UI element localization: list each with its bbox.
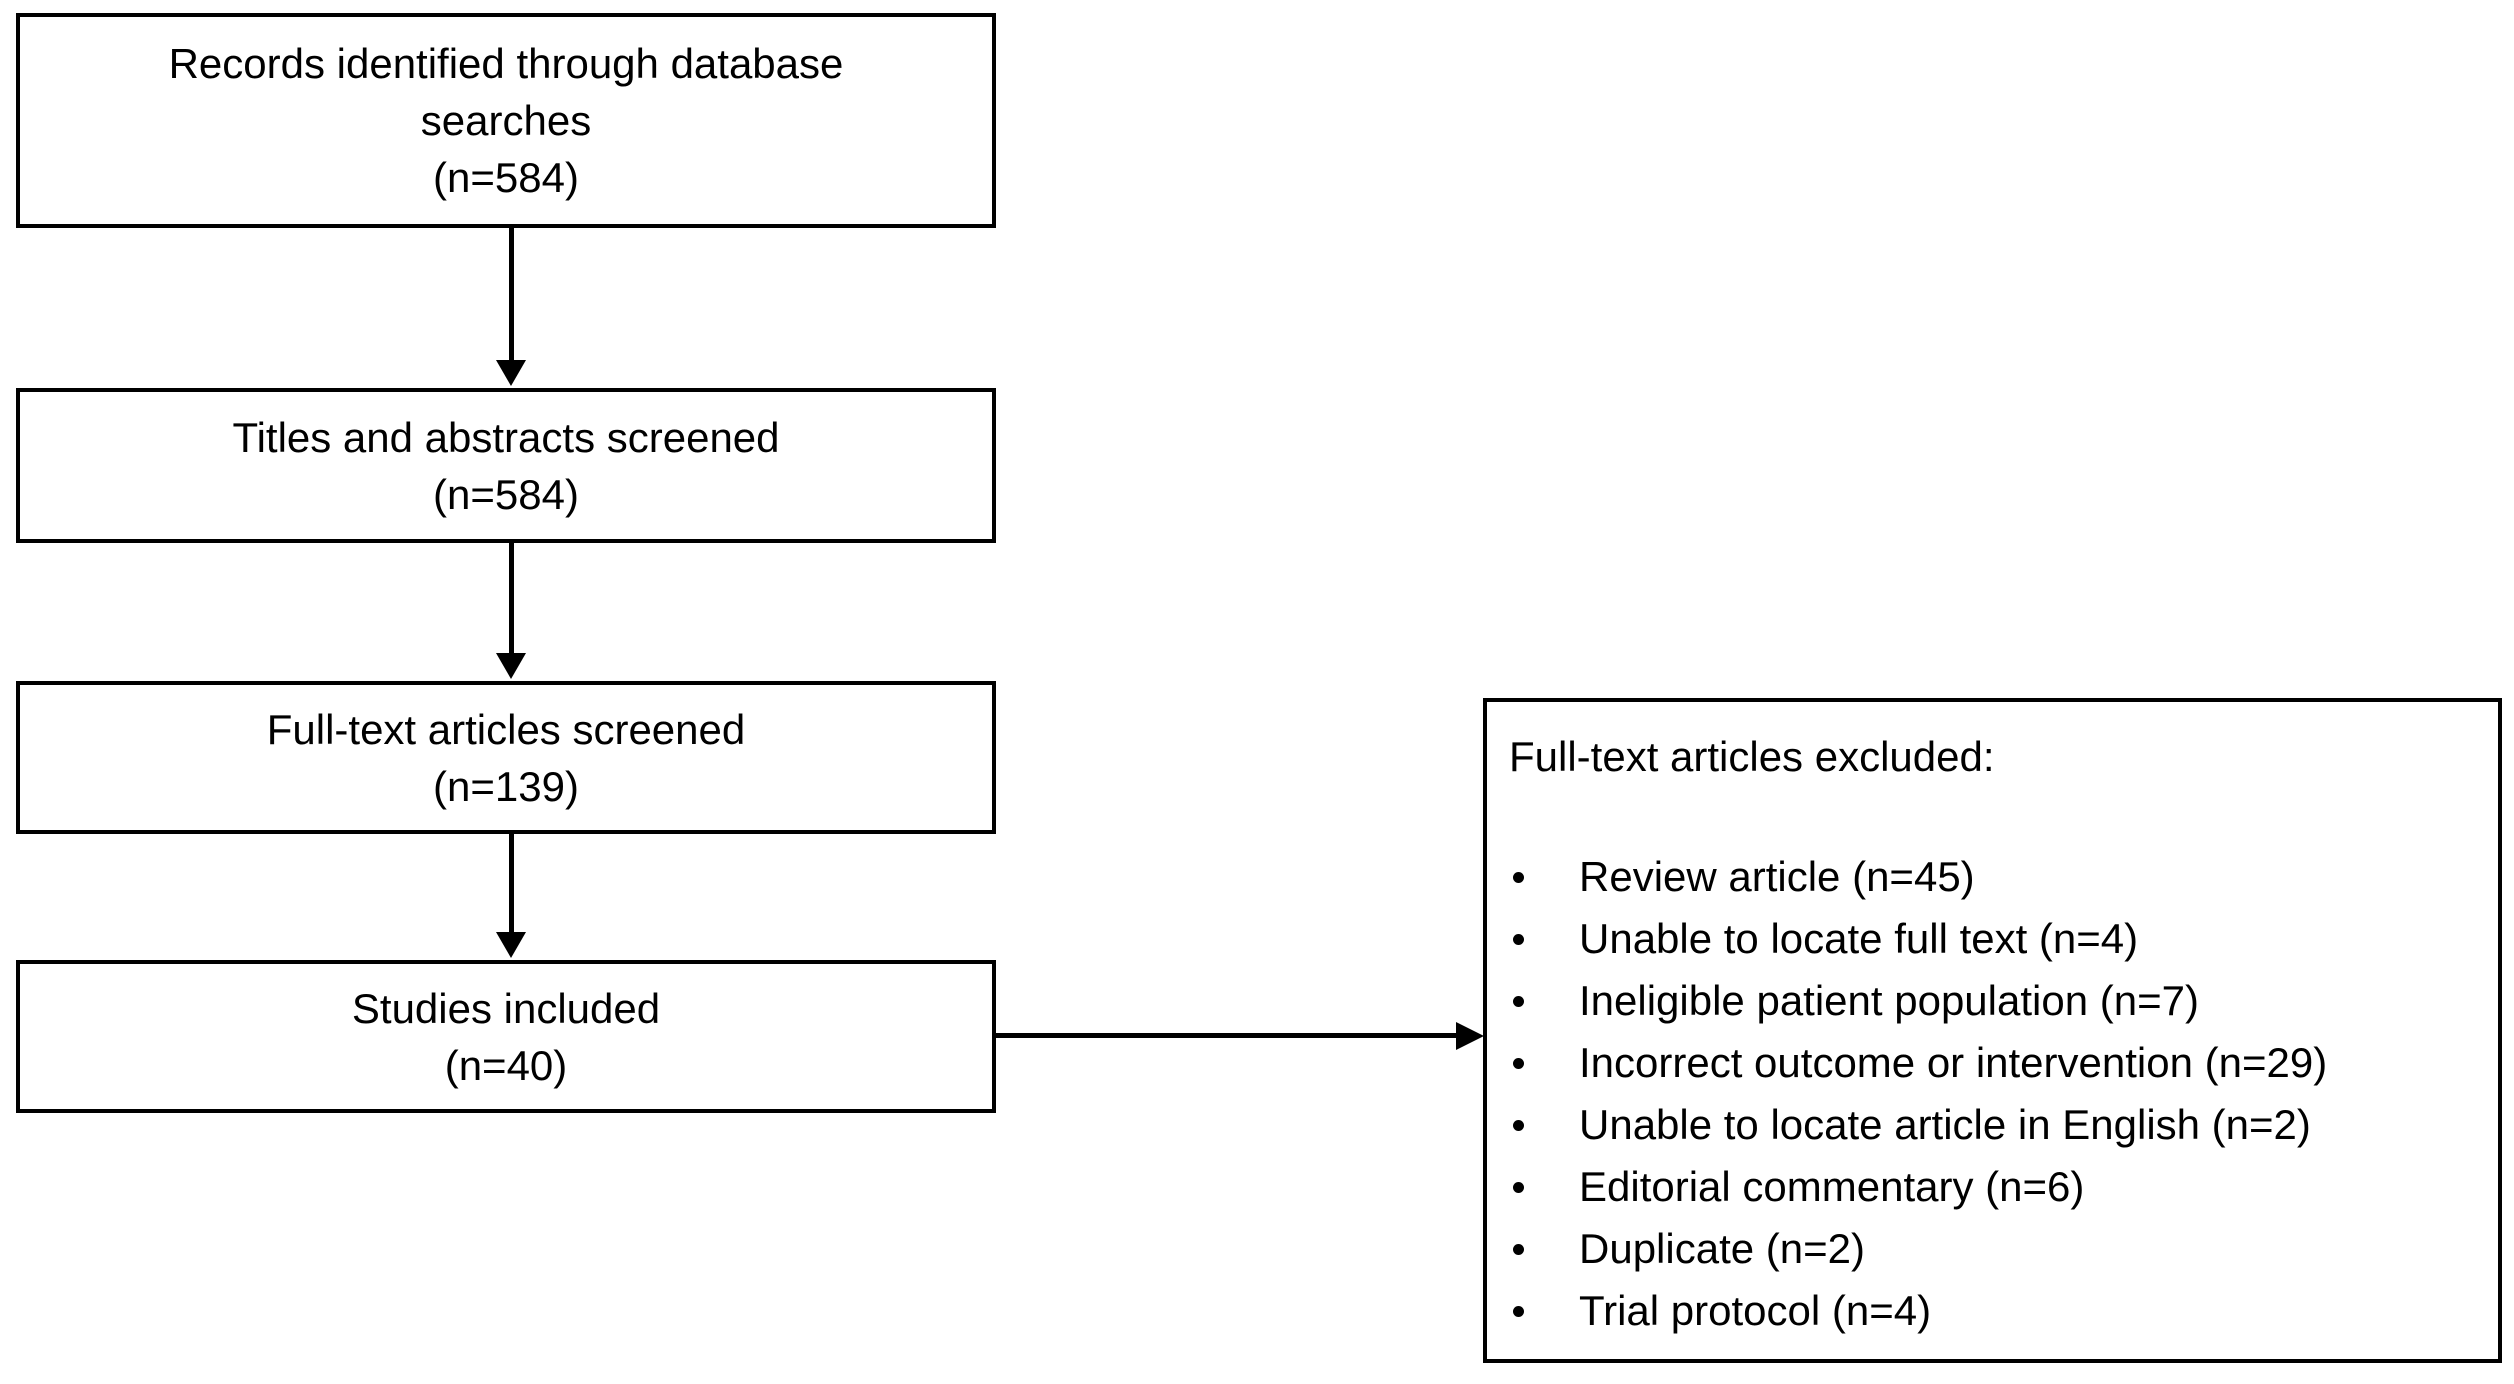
- flow-box-records-count: (n=584): [433, 154, 579, 201]
- arrowhead-down-icon: [496, 932, 526, 958]
- flow-box-included-count: (n=40): [444, 1041, 568, 1089]
- list-item: Review article (n=45): [1487, 846, 2498, 908]
- connector-titles-to-fulltext: [509, 543, 514, 655]
- list-item: Ineligible patient population (n=7): [1487, 970, 2498, 1032]
- bullet-icon: [1513, 1120, 1524, 1131]
- flow-box-titles-count: (n=584): [433, 470, 579, 518]
- list-item-label: Unable to locate article in English (n=2…: [1579, 1101, 2311, 1148]
- list-item: Duplicate (n=2): [1487, 1218, 2498, 1280]
- list-item: Unable to locate full text (n=4): [1487, 908, 2498, 970]
- bullet-icon: [1513, 1058, 1524, 1069]
- list-item-label: Incorrect outcome or intervention (n=29): [1579, 1039, 2328, 1086]
- flow-box-fulltext-count: (n=139): [433, 762, 579, 810]
- list-item-label: Editorial commentary (n=6): [1579, 1163, 2085, 1210]
- connector-fulltext-to-included: [509, 834, 514, 934]
- flow-box-fulltext-line-1: Full-text articles screened: [266, 705, 746, 753]
- connector-records-to-titles: [509, 228, 514, 362]
- bullet-icon: [1513, 934, 1524, 945]
- list-item: Unable to locate article in English (n=2…: [1487, 1094, 2498, 1156]
- flow-box-records-line-1: Records identified through database: [168, 40, 844, 87]
- bullet-icon: [1513, 1182, 1524, 1193]
- list-item-label: Duplicate (n=2): [1579, 1225, 1865, 1272]
- arrowhead-right-icon: [1456, 1022, 1484, 1050]
- list-item-label: Ineligible patient population (n=7): [1579, 977, 2199, 1024]
- flow-box-fulltext-articles-excluded: Full-text articles excluded: Review arti…: [1483, 698, 2502, 1363]
- flow-box-records-line-2: searches: [420, 97, 592, 144]
- bullet-icon: [1513, 1244, 1524, 1255]
- flow-box-records-identified: Records identified through database sear…: [16, 13, 996, 228]
- bullet-icon: [1513, 996, 1524, 1007]
- flow-box-studies-included: Studies included (n=40): [16, 960, 996, 1113]
- bullet-icon: [1513, 872, 1524, 883]
- list-item-label: Unable to locate full text (n=4): [1579, 915, 2139, 962]
- flow-box-titles-abstracts-screened: Titles and abstracts screened (n=584): [16, 388, 996, 543]
- flow-box-included-line-1: Studies included: [351, 984, 661, 1032]
- list-item-label: Review article (n=45): [1579, 853, 1975, 900]
- flow-box-titles-line-1: Titles and abstracts screened: [232, 413, 780, 461]
- excluded-reasons-list: Review article (n=45) Unable to locate f…: [1487, 846, 2498, 1342]
- list-item-label: Trial protocol (n=4): [1579, 1287, 1932, 1334]
- bullet-icon: [1513, 1306, 1524, 1317]
- connector-included-to-excluded: [996, 1033, 1460, 1038]
- excluded-panel-title: Full-text articles excluded:: [1509, 733, 1995, 780]
- arrowhead-down-icon: [496, 653, 526, 679]
- list-item: Trial protocol (n=4): [1487, 1280, 2498, 1342]
- list-item: Editorial commentary (n=6): [1487, 1156, 2498, 1218]
- list-item: Incorrect outcome or intervention (n=29): [1487, 1032, 2498, 1094]
- arrowhead-down-icon: [496, 360, 526, 386]
- flow-box-fulltext-articles-screened: Full-text articles screened (n=139): [16, 681, 996, 834]
